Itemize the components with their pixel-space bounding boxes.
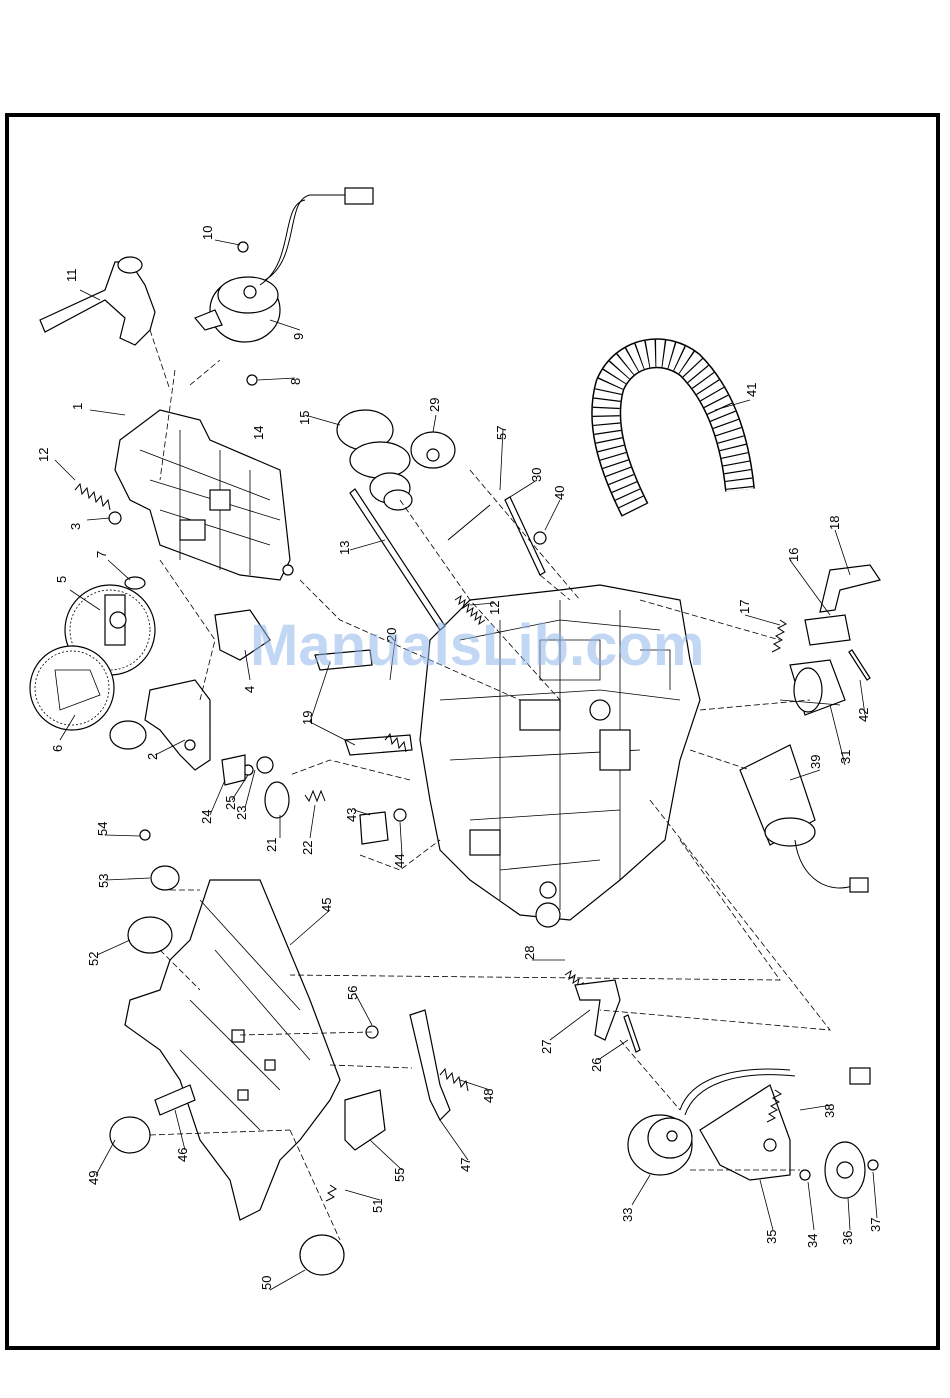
label-17: 17 bbox=[737, 600, 752, 614]
solenoid-31 bbox=[780, 660, 845, 715]
label-36: 36 bbox=[840, 1231, 855, 1245]
label-55: 55 bbox=[392, 1168, 407, 1182]
label-37: 37 bbox=[868, 1218, 883, 1232]
label-13: 13 bbox=[337, 541, 352, 555]
label-15: 15 bbox=[297, 411, 312, 425]
label-42: 42 bbox=[856, 708, 871, 722]
label-7: 7 bbox=[94, 551, 109, 558]
label-12-left: 12 bbox=[36, 448, 51, 462]
label-49: 49 bbox=[86, 1171, 101, 1185]
label-40: 40 bbox=[552, 486, 567, 500]
gear-6 bbox=[30, 646, 114, 730]
label-14: 14 bbox=[251, 426, 266, 440]
motor-9 bbox=[195, 188, 373, 342]
label-26: 26 bbox=[589, 1058, 604, 1072]
label-34: 34 bbox=[805, 1234, 820, 1248]
label-47: 47 bbox=[458, 1158, 473, 1172]
label-1: 1 bbox=[70, 403, 85, 410]
label-31: 31 bbox=[838, 750, 853, 764]
spring-48 bbox=[440, 1069, 468, 1091]
label-52: 52 bbox=[86, 952, 101, 966]
spring-30 bbox=[448, 497, 545, 575]
bracket-2 bbox=[110, 680, 210, 770]
label-28: 28 bbox=[522, 946, 537, 960]
label-25: 25 bbox=[223, 796, 238, 810]
label-43: 43 bbox=[344, 808, 359, 822]
lever-11 bbox=[40, 257, 155, 345]
label-30: 30 bbox=[529, 468, 544, 482]
lever-47 bbox=[410, 1010, 450, 1120]
label-54: 54 bbox=[95, 822, 110, 836]
label-45: 45 bbox=[319, 898, 334, 912]
label-11: 11 bbox=[64, 269, 79, 283]
gear-assembly-15 bbox=[337, 410, 412, 510]
watermark: ManualsLib.com bbox=[250, 613, 704, 678]
label-29: 29 bbox=[427, 398, 442, 412]
gear-29 bbox=[411, 432, 455, 468]
label-50: 50 bbox=[259, 1276, 274, 1290]
label-16: 16 bbox=[786, 548, 801, 562]
label-18: 18 bbox=[827, 516, 842, 530]
label-53: 53 bbox=[96, 874, 111, 888]
label-33: 33 bbox=[620, 1208, 635, 1222]
label-48: 48 bbox=[481, 1089, 496, 1103]
label-35: 35 bbox=[764, 1230, 779, 1244]
label-4: 4 bbox=[242, 686, 257, 693]
spring-12-left bbox=[75, 484, 110, 510]
label-44: 44 bbox=[392, 854, 407, 868]
spiral-tube-41 bbox=[606, 353, 740, 510]
label-3: 3 bbox=[68, 523, 83, 530]
label-6: 6 bbox=[50, 745, 65, 752]
label-8: 8 bbox=[288, 378, 303, 385]
label-57: 57 bbox=[494, 426, 509, 440]
label-39: 39 bbox=[808, 755, 823, 769]
motor-39 bbox=[740, 745, 868, 892]
label-22: 22 bbox=[300, 841, 315, 855]
label-46: 46 bbox=[175, 1148, 190, 1162]
plate-35 bbox=[700, 1085, 790, 1180]
lever-18 bbox=[820, 565, 880, 612]
label-9: 9 bbox=[291, 333, 306, 340]
label-10: 10 bbox=[200, 226, 215, 240]
label-21: 21 bbox=[264, 838, 279, 852]
left-frame bbox=[115, 410, 293, 580]
pin-42 bbox=[849, 650, 870, 680]
label-41: 41 bbox=[744, 383, 759, 397]
label-5: 5 bbox=[54, 576, 69, 583]
bracket-16 bbox=[805, 615, 850, 645]
gear-36 bbox=[825, 1142, 865, 1198]
label-27: 27 bbox=[539, 1040, 554, 1054]
label-51: 51 bbox=[370, 1199, 385, 1213]
